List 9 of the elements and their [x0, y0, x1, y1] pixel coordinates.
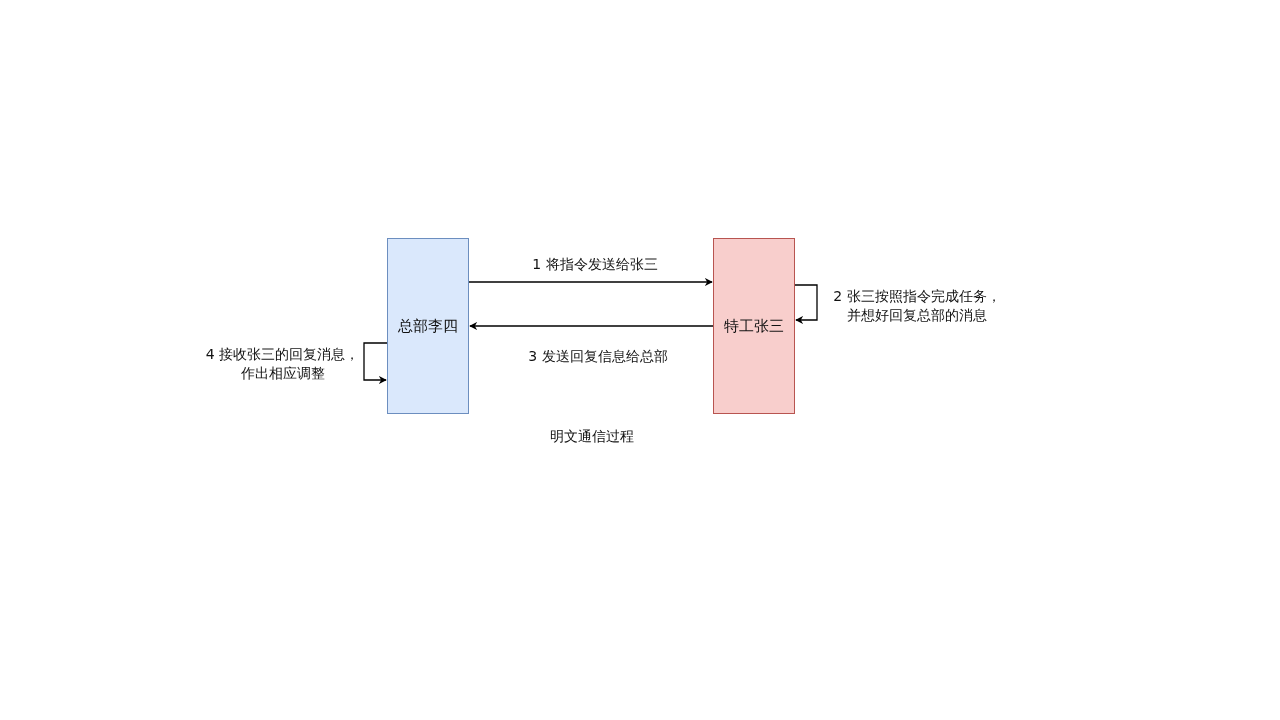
arrow	[363, 342, 388, 384]
arrow	[794, 284, 818, 324]
arrow	[469, 322, 714, 330]
node-text: 特工张三	[724, 316, 784, 336]
node-text: 总部李四	[398, 316, 458, 336]
arrow	[468, 278, 713, 286]
process-box	[387, 238, 469, 414]
caption: 明文通信过程	[550, 428, 634, 446]
process-box	[713, 238, 795, 414]
